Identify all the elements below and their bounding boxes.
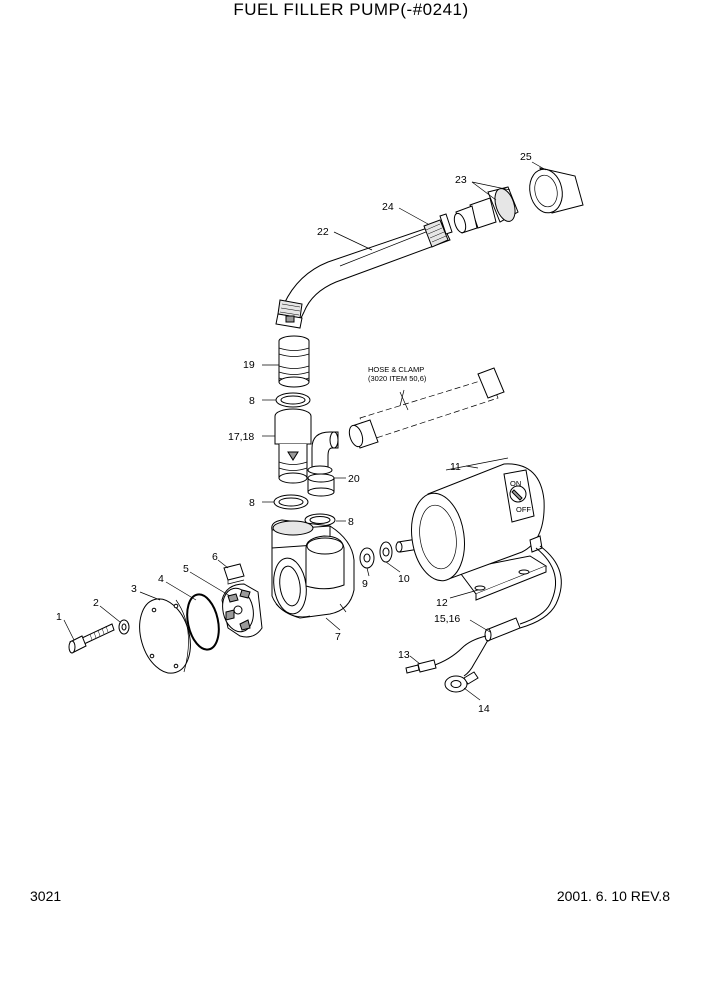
part-11-motor: ON OFF: [395, 457, 548, 601]
callout-8-lower: 8: [348, 516, 354, 528]
switch-off-label: OFF: [516, 505, 531, 514]
part-22-hose: [279, 222, 451, 321]
callout-20: 20: [348, 473, 360, 485]
note-line-2: (3020 ITEM 50,6): [368, 374, 427, 383]
part-9-washer: [359, 547, 375, 569]
part-19-adapter: [278, 335, 310, 388]
callout-24: 24: [382, 201, 394, 213]
callout-7: 7: [335, 631, 341, 643]
part-13-plug: [405, 659, 437, 674]
revision-date: 2001. 6. 10 REV.8: [556, 888, 670, 904]
callout-11: 11: [450, 461, 461, 473]
part-7-pump-housing: [271, 519, 355, 619]
callout-12: 12: [436, 597, 448, 609]
part-8-washer-lower: [304, 513, 336, 527]
part-10-washer: [379, 541, 393, 563]
callout-23: 23: [455, 174, 467, 186]
note-line-1: HOSE & CLAMP: [368, 365, 424, 374]
part-4-o-ring: [186, 593, 220, 651]
callout-8-upper: 8: [249, 395, 255, 407]
callout-6: 6: [212, 551, 218, 563]
callout-15-16: 15,16: [434, 613, 460, 625]
part-8-washer-middle: [273, 494, 309, 510]
part-2-washer: [118, 619, 130, 635]
callout-9: 9: [362, 578, 368, 590]
part-25-cap: [529, 167, 584, 214]
callout-8-middle: 8: [249, 497, 255, 509]
leader-lines: [63, 161, 547, 701]
callout-5: 5: [183, 563, 189, 575]
part-3-cover-plate: [139, 598, 191, 674]
callout-13: 13: [398, 649, 410, 661]
callout-1: 1: [56, 611, 62, 623]
callout-3: 3: [131, 583, 137, 595]
hose-clamp-reference: [348, 367, 505, 449]
hose-clamp-note: HOSE & CLAMP (3020 ITEM 50,6): [368, 365, 427, 383]
part-14-ring-terminal: [444, 671, 479, 693]
part-20-elbow: [307, 431, 339, 497]
part-15-16-connector: [431, 545, 562, 677]
part-8-washer-upper: [275, 392, 311, 408]
callout-labels: 25 23 24 22 19 8 17,18 20 8 8 11 9 10 12…: [56, 151, 532, 715]
diagram-title: FUEL FILLER PUMP(-#0241): [233, 0, 469, 19]
callout-4: 4: [158, 573, 164, 585]
callout-17-18: 17,18: [228, 431, 254, 443]
callout-14: 14: [478, 703, 490, 715]
part-24-clamp: [423, 213, 453, 248]
page-number: 3021: [30, 888, 62, 904]
part-5-rotor: [221, 583, 263, 638]
part-24-lower-clamp: [275, 299, 303, 329]
part-1-bolt: [68, 623, 115, 654]
callout-19: 19: [243, 359, 255, 371]
callout-10: 10: [398, 573, 410, 585]
part-6-vane: [223, 563, 245, 585]
part-23-nozzle: [453, 186, 519, 234]
callout-2: 2: [93, 597, 99, 609]
callout-25: 25: [520, 151, 532, 163]
part-17-18-valve: [274, 408, 312, 484]
switch-on-label: ON: [510, 479, 521, 488]
callout-22: 22: [317, 226, 329, 238]
